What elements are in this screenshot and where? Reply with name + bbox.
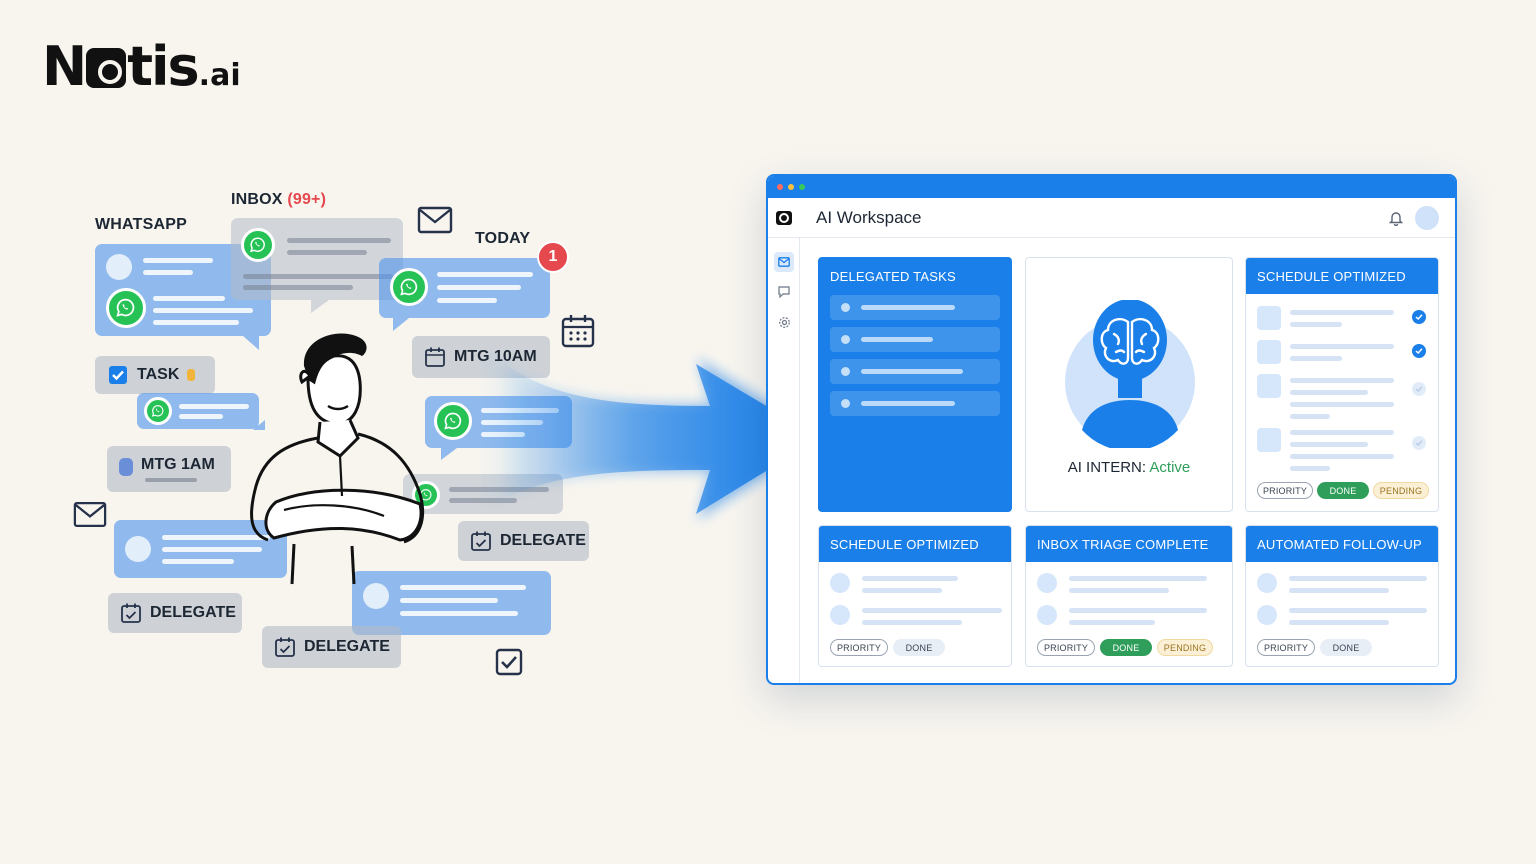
maximize-dot[interactable]: [799, 184, 805, 190]
notification-badge: 1: [537, 241, 569, 273]
ai-intern-active: Active: [1149, 459, 1191, 476]
hand-icon: [119, 458, 133, 476]
checkmark-icon: [1412, 310, 1426, 324]
meeting-chip-label: MTG 1AM: [141, 456, 215, 473]
gear-nav-icon[interactable]: [774, 312, 794, 332]
mail-nav-icon[interactable]: [774, 252, 794, 272]
priority-pill[interactable]: PRIORITY: [1257, 482, 1313, 499]
logo-camera-icon: [86, 48, 127, 88]
whatsapp-icon: [390, 268, 428, 306]
workspace-sidebar: [768, 238, 800, 683]
checkmark-icon: [1412, 344, 1426, 358]
delegate-chip: DELEGATE: [262, 626, 401, 668]
card-title: INBOX TRIAGE COMPLETE: [1026, 526, 1232, 562]
checkmark-icon: [1412, 436, 1426, 450]
card-title: AUTOMATED FOLLOW-UP: [1246, 526, 1438, 562]
task-row[interactable]: [830, 391, 1000, 416]
chat-bubble: [352, 571, 551, 635]
ai-intern-avatar-icon: [1065, 300, 1195, 448]
person-illustration: [250, 333, 425, 585]
label-whatsapp: WHATSAPP: [95, 216, 187, 233]
card-title: SCHEDULE OPTIMIZED: [819, 526, 1011, 562]
mail-icon: [417, 206, 453, 239]
label-inbox-count: (99+): [287, 191, 327, 208]
task-row[interactable]: [830, 359, 1000, 384]
brand-logo: N tis .ai: [42, 40, 241, 94]
task-chip: TASK: [95, 356, 215, 394]
whatsapp-icon: [434, 402, 472, 440]
delegated-tasks-card[interactable]: DELEGATED TASKS: [818, 257, 1012, 512]
checkbox-icon: [495, 648, 523, 681]
user-avatar[interactable]: [1415, 206, 1439, 230]
task-chip-label: TASK: [137, 366, 180, 383]
whatsapp-icon: [144, 397, 172, 425]
done-pill[interactable]: DONE: [893, 639, 945, 656]
checkmark-icon: [1412, 382, 1426, 396]
mail-icon: [73, 501, 107, 533]
chat-bubble: [114, 520, 287, 578]
chat-nav-icon[interactable]: [774, 282, 794, 302]
schedule-optimized-card[interactable]: SCHEDULE OPTIMIZED PRIORITY DONE: [818, 525, 1012, 667]
schedule-optimized-card[interactable]: SCHEDULE OPTIMIZED PRIORITY DONE PENDING: [1245, 257, 1439, 512]
logo-letter-n: N: [42, 35, 87, 98]
minimize-dot[interactable]: [788, 184, 794, 190]
label-inbox-text: INBOX: [231, 191, 283, 208]
ai-intern-label: AI INTERN:: [1067, 459, 1147, 476]
meeting-chip: MTG 1AM: [107, 446, 231, 492]
calendar-icon: [560, 313, 596, 354]
calendar-check-icon: [121, 603, 141, 623]
app-logo-icon: [768, 209, 800, 227]
automated-follow-up-card[interactable]: AUTOMATED FOLLOW-UP PRIORITY DONE: [1245, 525, 1439, 667]
logo-text: tis: [127, 35, 199, 98]
whatsapp-icon: [106, 288, 146, 328]
workspace-title: AI Workspace: [816, 207, 922, 227]
meeting-chip-line: [145, 478, 197, 482]
priority-pill[interactable]: PRIORITY: [1037, 639, 1095, 656]
checkbox-icon: [109, 366, 127, 384]
workspace-header: AI Workspace: [768, 198, 1455, 238]
task-row[interactable]: [830, 295, 1000, 320]
delegate-chip: DELEGATE: [108, 593, 242, 633]
calendar-check-icon: [275, 637, 295, 657]
task-row[interactable]: [830, 327, 1000, 352]
done-pill[interactable]: DONE: [1100, 639, 1152, 656]
close-dot[interactable]: [777, 184, 783, 190]
hand-icon: [187, 369, 196, 381]
label-today: TODAY: [475, 230, 531, 247]
delegate-chip-label: DELEGATE: [150, 604, 236, 621]
done-pill[interactable]: DONE: [1320, 639, 1372, 656]
priority-pill[interactable]: PRIORITY: [830, 639, 888, 656]
delegate-chip-label: DELEGATE: [500, 532, 586, 549]
ai-workspace-window: AI Workspace DELEGATED TASKS: [766, 174, 1457, 685]
card-title: SCHEDULE OPTIMIZED: [1246, 258, 1438, 294]
ai-intern-card[interactable]: AI INTERN: Active: [1025, 257, 1233, 512]
card-title: DELEGATED TASKS: [819, 258, 1011, 294]
whatsapp-icon: [241, 228, 275, 262]
transformation-arrow: [480, 340, 822, 520]
pending-pill[interactable]: PENDING: [1373, 482, 1429, 499]
ai-intern-status: AI INTERN: Active: [1026, 459, 1232, 476]
window-titlebar: [768, 176, 1455, 198]
priority-pill[interactable]: PRIORITY: [1257, 639, 1315, 656]
logo-suffix: .ai: [198, 58, 241, 93]
pending-pill[interactable]: PENDING: [1157, 639, 1213, 656]
done-pill[interactable]: DONE: [1317, 482, 1369, 499]
inbox-triage-card[interactable]: INBOX TRIAGE COMPLETE PRIORITY DONE PEND…: [1025, 525, 1233, 667]
bell-icon[interactable]: [1388, 210, 1404, 231]
calendar-check-icon: [471, 531, 491, 551]
calendar-icon: [425, 347, 445, 367]
delegate-chip: DELEGATE: [458, 521, 589, 561]
delegate-chip-label: DELEGATE: [304, 638, 390, 655]
label-inbox: INBOX (99+): [231, 191, 326, 209]
